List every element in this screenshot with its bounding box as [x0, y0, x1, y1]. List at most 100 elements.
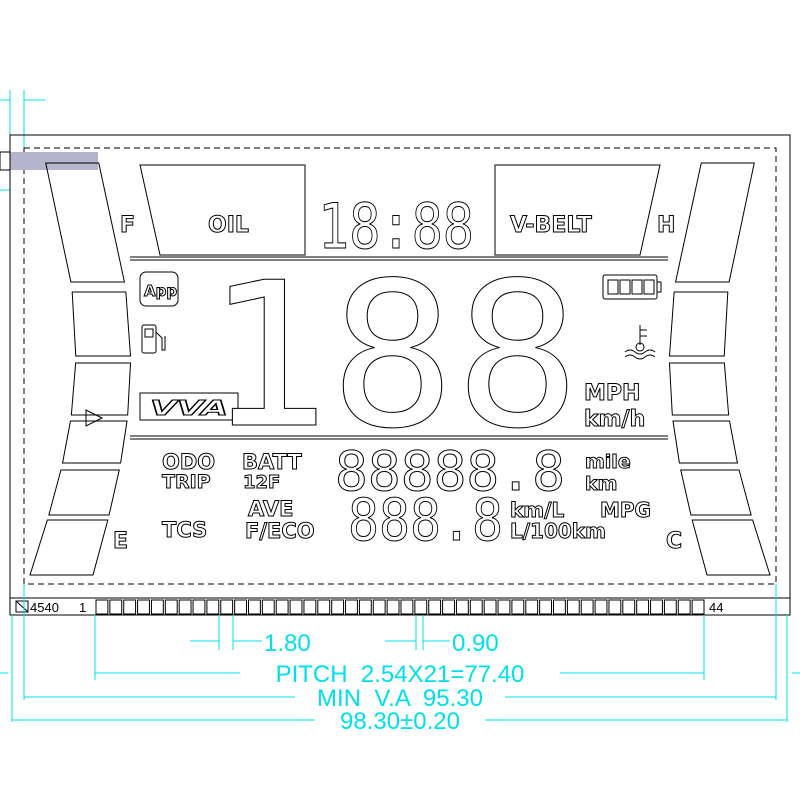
- highlight-bar: [10, 152, 98, 170]
- dimension-lines: [0, 584, 800, 722]
- pin: [358, 599, 372, 615]
- pin: [400, 599, 414, 615]
- gauge-segment: [674, 162, 755, 283]
- l100km-label: L/100km: [510, 519, 606, 543]
- pin-strip: [9, 597, 791, 616]
- pin: [414, 599, 428, 615]
- gauge-segment: [61, 420, 128, 464]
- pin: [677, 599, 691, 615]
- gauge-segment: [680, 469, 752, 516]
- mile-label: mile: [585, 451, 631, 473]
- temp-cold-label: C: [666, 529, 682, 554]
- km-label: km: [585, 473, 617, 495]
- oil-label: OIL: [208, 213, 249, 238]
- pin: [553, 599, 566, 615]
- gauge-segment: [70, 362, 132, 416]
- pin: [650, 599, 663, 615]
- logo-icon: [15, 600, 29, 613]
- view-area-dim: MIN V.A 95.30: [317, 685, 483, 712]
- pin: [511, 599, 525, 615]
- feco-label: F/ECO: [245, 519, 315, 543]
- pin: [109, 599, 123, 615]
- pin: [580, 599, 594, 615]
- odo-label: ODO: [162, 450, 215, 474]
- pin: [261, 599, 275, 615]
- fuel-full-label: F: [120, 213, 135, 238]
- pin: [303, 599, 317, 615]
- vva-badge: [139, 392, 239, 421]
- speed-display: 188: [205, 240, 580, 473]
- overall-dim: 98.30±0.20: [340, 708, 460, 735]
- fuel-pump-icon: [141, 324, 166, 354]
- gauge-segment: [668, 362, 730, 416]
- tcs-label: TCS: [162, 518, 207, 542]
- pin: [220, 599, 234, 615]
- pin: [192, 599, 206, 615]
- pin: [594, 599, 608, 615]
- pin: [525, 599, 539, 615]
- pitch-dim: PITCH 2.54X21=77.40: [276, 661, 525, 688]
- gauge-segment: [672, 420, 739, 464]
- kml-label: km/L: [510, 498, 564, 522]
- pin: [455, 599, 469, 615]
- battery-icon: [602, 274, 662, 300]
- pin: [566, 599, 580, 615]
- gauge-segment: [29, 519, 109, 576]
- gauge-segment: [71, 291, 132, 357]
- pin: [372, 599, 386, 615]
- pin: [317, 599, 331, 615]
- fuel-gauge: [29, 162, 132, 576]
- temp-hot-label: H: [657, 213, 675, 238]
- coolant-temp-icon: [624, 325, 656, 360]
- pin: [248, 599, 261, 615]
- pin: [275, 599, 289, 615]
- pin: [622, 599, 636, 615]
- clock-display: 18:88: [318, 190, 474, 263]
- pin: [289, 599, 303, 615]
- vbelt-label: V-BELT: [510, 213, 592, 238]
- pin: [331, 599, 345, 615]
- pin: [137, 599, 150, 615]
- pin: [386, 599, 400, 615]
- pins: [95, 599, 705, 615]
- gauge-segment: [48, 469, 120, 516]
- pin: [663, 599, 677, 615]
- mpg-label: MPG: [600, 498, 651, 522]
- ave-label: AVE: [248, 497, 293, 521]
- kmh-label: km/h: [584, 407, 645, 432]
- pointer-arrow-icon: [85, 409, 104, 427]
- pin: [636, 599, 650, 615]
- app-label: App: [144, 282, 177, 300]
- pin: [442, 599, 455, 615]
- pin-last: 44: [709, 600, 723, 615]
- pin: [164, 599, 178, 615]
- pin: [469, 599, 483, 615]
- odometer-display: 88888.8: [335, 440, 565, 503]
- trip-select: 12F: [243, 472, 280, 493]
- pin: [95, 599, 109, 615]
- fuel-economy-display: 888.8: [348, 486, 503, 554]
- pin: [539, 599, 552, 615]
- pin: [206, 599, 220, 615]
- batt-label: BATT: [242, 450, 302, 474]
- mph-label: MPH: [584, 381, 640, 406]
- gauge-segment: [668, 291, 729, 357]
- pin-width-dim: 1.80: [264, 630, 311, 657]
- pin: [150, 599, 164, 615]
- pin: [691, 599, 705, 615]
- fuel-empty-label: E: [113, 529, 128, 554]
- part-number: 4540: [30, 600, 59, 615]
- gauge-segment: [45, 162, 126, 283]
- pin: [123, 599, 137, 615]
- pin: [428, 599, 442, 615]
- pin: [178, 599, 192, 615]
- pin: [497, 599, 511, 615]
- vva-label: VVA: [150, 396, 228, 420]
- temp-gauge: [668, 162, 771, 576]
- vbelt-panel: [494, 164, 661, 256]
- pin: [483, 599, 497, 615]
- gap-dim: 0.90: [452, 630, 499, 657]
- oil-panel: [139, 164, 306, 256]
- view-area: [23, 147, 777, 585]
